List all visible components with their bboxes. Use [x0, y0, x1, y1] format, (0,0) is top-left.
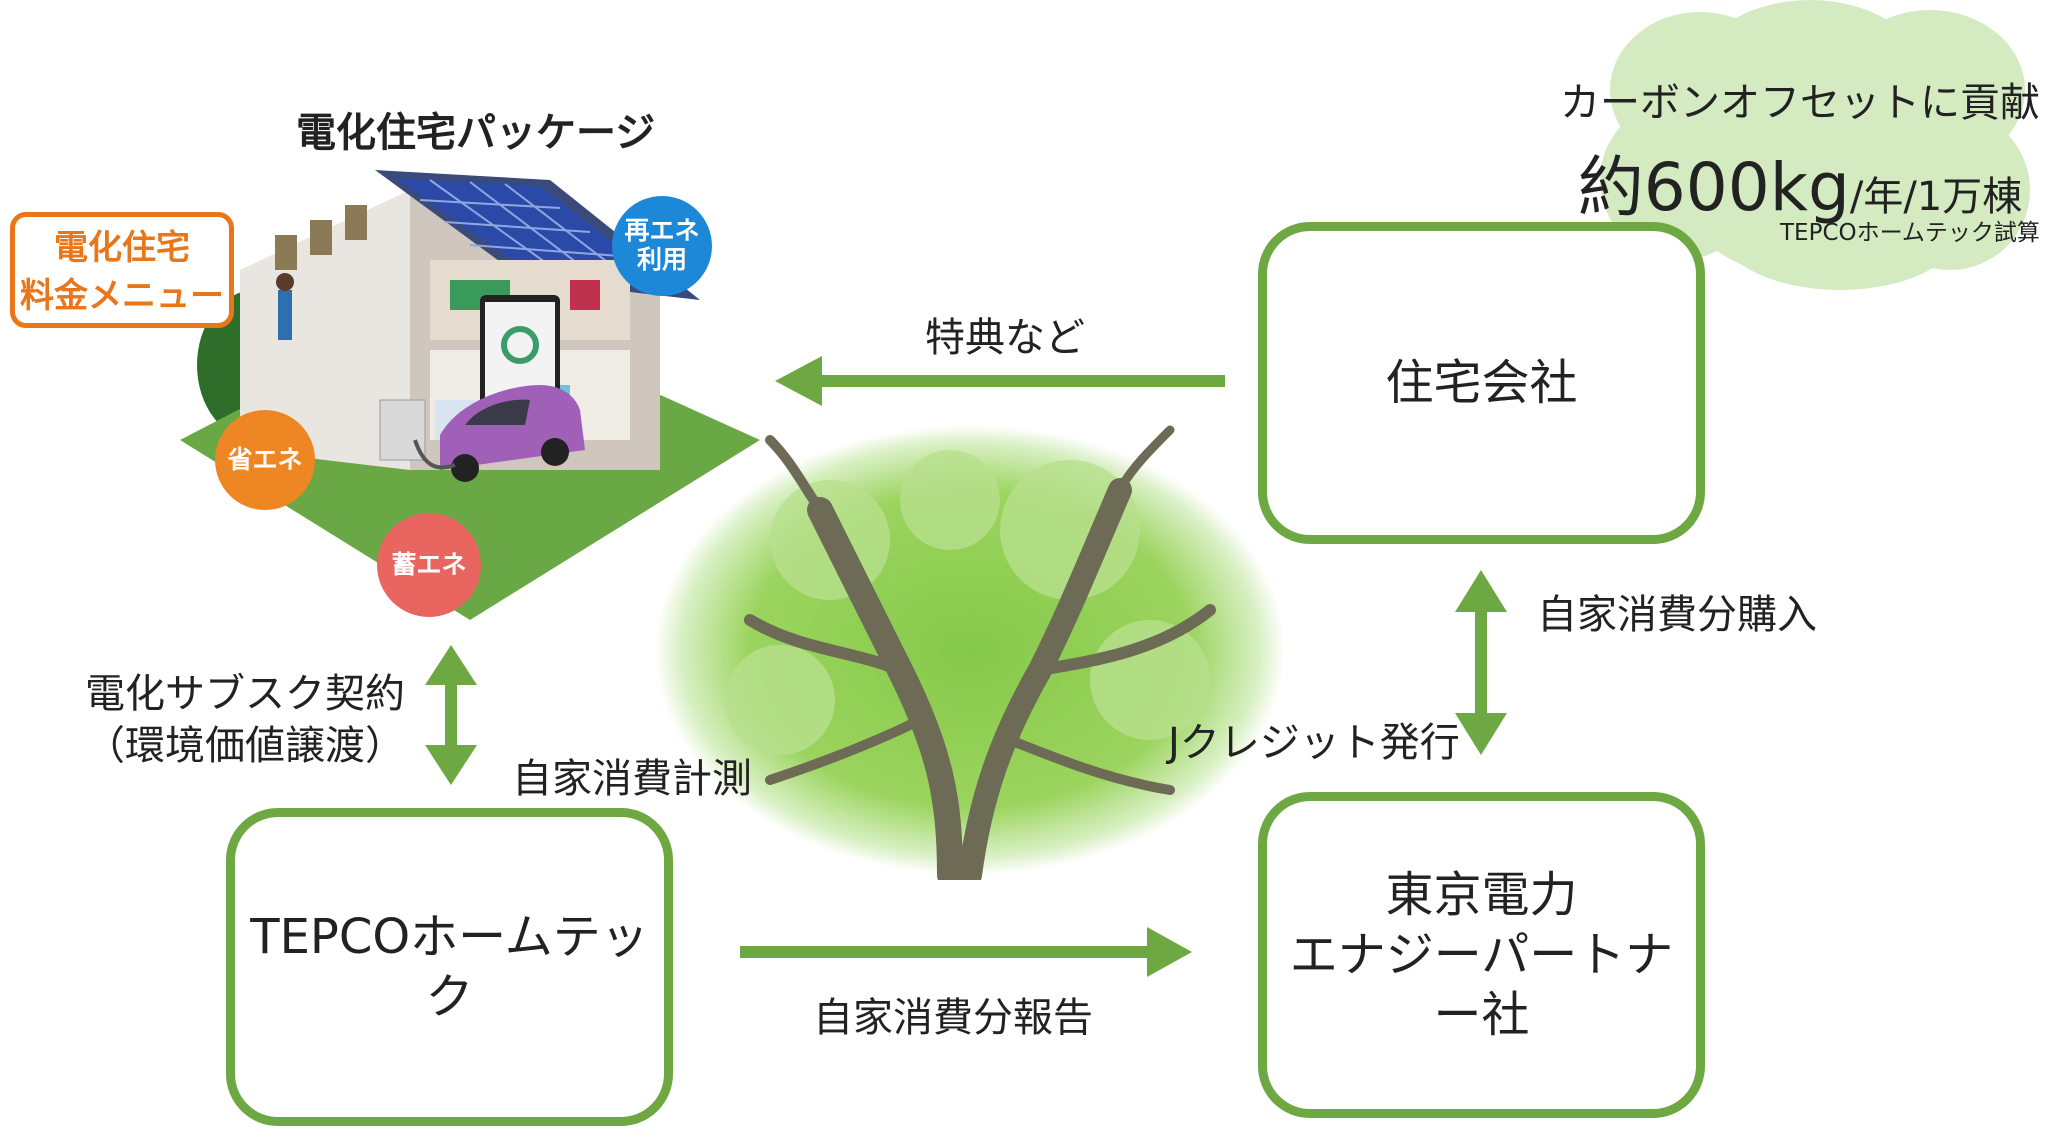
- purchase-arrow-top: [1455, 570, 1507, 612]
- carbon-offset-line: カーボンオフセットに貢献: [1560, 80, 2040, 126]
- housing-company-box: 住宅会社: [1258, 222, 1705, 544]
- calc-note: TEPCOホームテック試算: [1780, 220, 2040, 246]
- report-arrow-shaft: [740, 946, 1170, 958]
- housing-company-label: 住宅会社: [1385, 355, 1578, 411]
- benefits-arrow-shaft: [815, 375, 1225, 387]
- package-title: 電化住宅パッケージ: [296, 110, 656, 156]
- save-energy-badge: 省エネ: [215, 410, 315, 510]
- carbon-offset-amount: 約600kg: [1577, 149, 1850, 226]
- tepco-hometech-label: TEPCOホームテック: [250, 909, 649, 1025]
- benefits-label: 特典など: [925, 315, 1085, 361]
- report-arrow-head: [1147, 927, 1192, 977]
- menu-badge: 電化住宅 料金メニュー: [10, 212, 234, 328]
- subscription-line2: （環境価値譲渡）: [85, 723, 405, 769]
- tepco-ep-label-2: エナジーパートナー社: [1289, 927, 1674, 1043]
- tepco-ep-label-1: 東京電力: [1385, 867, 1578, 923]
- tepco-hometech-box: TEPCOホームテック: [226, 808, 673, 1126]
- purchase-arrow-bottom: [1455, 713, 1507, 755]
- subscription-arrow-bottom: [425, 745, 477, 785]
- cloud-shape: [1600, 0, 2030, 290]
- menu-badge-line1: 電化住宅: [54, 228, 190, 268]
- renewable-badge: 再エネ利用: [612, 196, 712, 296]
- carbon-offset-unit: /年/1万棟: [1849, 174, 2023, 220]
- measure-label: 自家消費計測: [512, 756, 752, 802]
- self-purchase-label: 自家消費分購入: [1537, 592, 1817, 638]
- subscription-arrow-top: [425, 645, 477, 685]
- menu-badge-line2: 料金メニュー: [20, 275, 224, 316]
- subscription-label: 電化サブスク契約 （環境価値譲渡）: [85, 668, 405, 772]
- benefits-arrow-head: [775, 356, 822, 406]
- carbon-offset-callout: カーボンオフセットに貢献 約600kg/年/1万棟: [1560, 70, 2040, 230]
- jcredit-label: Jクレジット発行: [1168, 720, 1460, 766]
- storage-badge: 蓄エネ: [377, 513, 481, 617]
- house-illustration: [180, 170, 760, 620]
- subscription-line1: 電化サブスク契約: [85, 671, 405, 717]
- report-label: 自家消費分報告: [813, 995, 1093, 1041]
- purchase-arrow-shaft: [1475, 600, 1487, 720]
- forest-image: [655, 425, 1285, 880]
- tepco-ep-box: 東京電力エナジーパートナー社: [1258, 792, 1705, 1118]
